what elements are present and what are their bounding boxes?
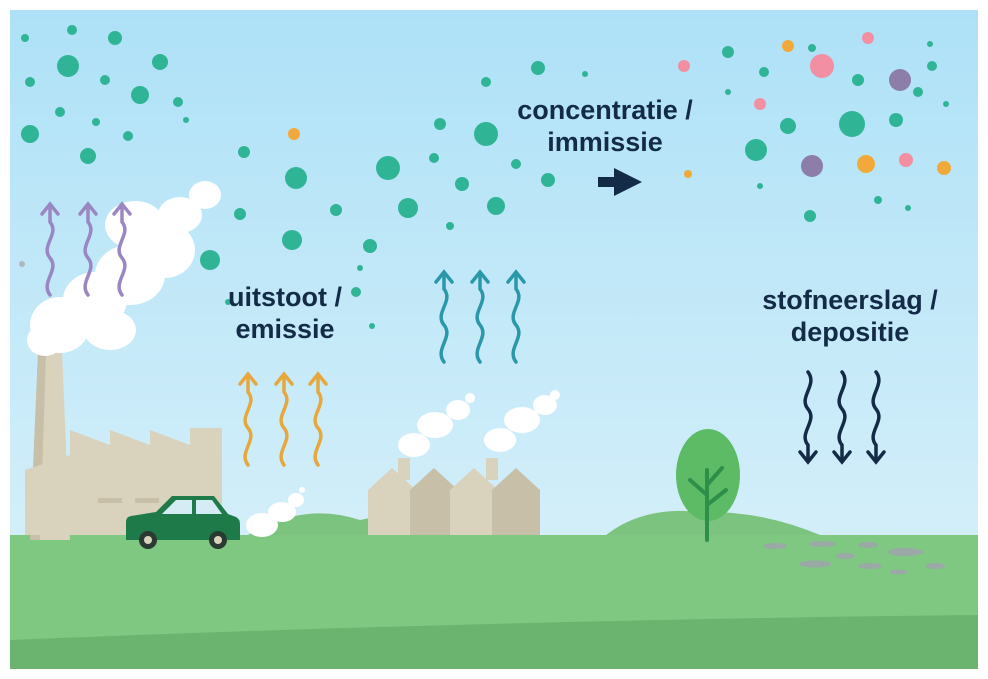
label-deposition-line1: stofneerslag / — [762, 285, 938, 315]
exhaust-smoke — [246, 487, 305, 537]
particle-pink — [678, 32, 913, 167]
car-icon — [126, 496, 240, 549]
particle-icon — [21, 25, 949, 329]
label-deposition-line2: depositie — [790, 317, 910, 347]
label-emission-line1: uitstoot / — [228, 282, 342, 312]
tree-icon — [676, 429, 740, 542]
wavy-arrow-down-icon — [798, 370, 886, 465]
deposit-patches — [763, 541, 945, 575]
label-concentration-line2: immissie — [547, 127, 663, 157]
house-icon — [368, 458, 540, 535]
label-concentration-line1: concentratie / — [517, 95, 693, 125]
wavy-arrow-up-icon — [40, 201, 132, 297]
particle-purple — [801, 69, 911, 177]
smoke-icon — [27, 181, 221, 356]
label-deposition: stofneerslag / depositie — [740, 284, 960, 348]
particles — [19, 25, 951, 329]
arrow-right-icon — [598, 168, 642, 196]
grass-foreground — [10, 615, 978, 669]
wavy-arrow-up-icon — [434, 269, 526, 364]
house-smoke — [398, 390, 560, 457]
label-emission-line2: emissie — [235, 314, 335, 344]
label-emission: uitstoot / emissie — [205, 281, 365, 345]
wavy-arrow-up-icon — [238, 371, 328, 467]
particle-orange — [288, 40, 951, 178]
label-concentration: concentratie / immissie — [505, 94, 705, 158]
